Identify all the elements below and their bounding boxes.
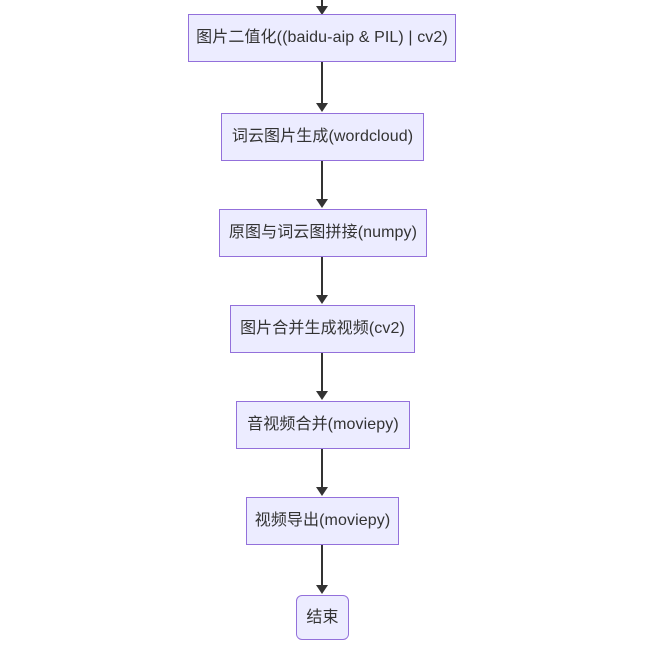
arrowhead-entry-to-node1 (316, 6, 328, 15)
node-wordcloud-generation[interactable]: 词云图片生成(wordcloud) (221, 113, 424, 161)
node-label-wordcloud-generation: 词云图片生成(wordcloud) (231, 128, 414, 145)
node-images-to-video[interactable]: 图片合并生成视频(cv2) (230, 305, 415, 353)
arrowhead-node2-to-node3 (316, 199, 328, 208)
arrowhead-node3-to-node4 (316, 295, 328, 304)
arrowhead-node4-to-node5 (316, 391, 328, 400)
node-end[interactable]: 结束 (296, 595, 349, 640)
node-label-video-export: 视频导出(moviepy) (254, 512, 391, 529)
node-label-end: 结束 (306, 608, 339, 626)
node-label-image-wordcloud-concat: 原图与词云图拼接(numpy) (228, 224, 418, 241)
edge-node4-to-node5 (321, 353, 323, 392)
edge-node1-to-node2 (321, 62, 323, 104)
edge-node3-to-node4 (321, 257, 323, 296)
arrowhead-node5-to-node6 (316, 487, 328, 496)
edge-node2-to-node3 (321, 161, 323, 200)
arrowhead-node1-to-node2 (316, 103, 328, 112)
node-video-export[interactable]: 视频导出(moviepy) (246, 497, 399, 545)
node-image-wordcloud-concat[interactable]: 原图与词云图拼接(numpy) (219, 209, 427, 257)
edge-node6-to-node7 (321, 545, 323, 586)
node-audio-video-merge[interactable]: 音视频合并(moviepy) (236, 401, 410, 449)
edge-entry-to-node1 (321, 0, 323, 10)
arrowhead-node6-to-node7 (316, 585, 328, 594)
edge-node5-to-node6 (321, 449, 323, 488)
node-label-audio-video-merge: 音视频合并(moviepy) (247, 416, 399, 433)
node-label-images-to-video: 图片合并生成视频(cv2) (240, 320, 405, 337)
node-label-image-binarization: 图片二值化((baidu-aip & PIL) | cv2) (196, 29, 448, 46)
node-image-binarization[interactable]: 图片二值化((baidu-aip & PIL) | cv2) (188, 14, 456, 62)
